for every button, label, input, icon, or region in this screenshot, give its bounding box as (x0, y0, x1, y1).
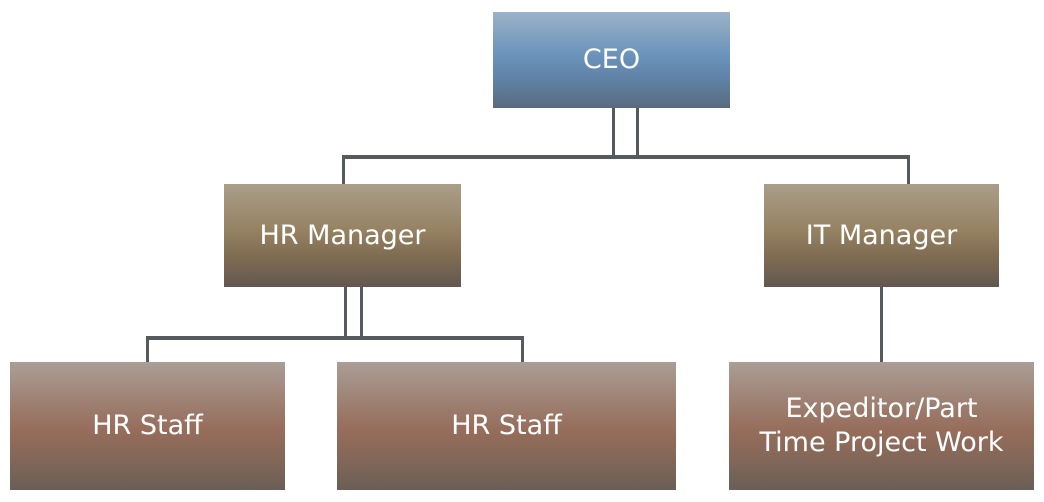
expeditor-label: Expeditor/Part Time Project Work (759, 393, 1004, 458)
hr-staff-box-2: HR Staff (337, 362, 676, 490)
connector-hr-left (344, 287, 347, 339)
connector-ceo-left (612, 108, 615, 158)
connector-to-hr-staff-1 (146, 336, 149, 363)
connector-ceo-horizontal (342, 155, 910, 159)
connector-ceo-right (636, 108, 639, 158)
hr-staff-label: HR Staff (451, 410, 562, 442)
hr-manager-label: HR Manager (259, 219, 426, 251)
connector-to-hr-staff-2 (521, 336, 524, 363)
hr-staff-label: HR Staff (92, 410, 203, 442)
ceo-label: CEO (582, 44, 641, 76)
hr-manager-box: HR Manager (224, 184, 461, 287)
connector-to-hr-manager (342, 155, 345, 185)
connector-hr-horizontal (146, 336, 524, 340)
connector-hr-right (360, 287, 363, 339)
hr-staff-box-1: HR Staff (10, 362, 285, 490)
it-manager-label: IT Manager (805, 219, 958, 251)
ceo-box: CEO (493, 12, 730, 108)
expeditor-box: Expeditor/Part Time Project Work (729, 362, 1034, 490)
connector-it-to-expeditor (880, 287, 883, 363)
connector-to-it-manager (907, 155, 910, 185)
it-manager-box: IT Manager (764, 184, 999, 287)
